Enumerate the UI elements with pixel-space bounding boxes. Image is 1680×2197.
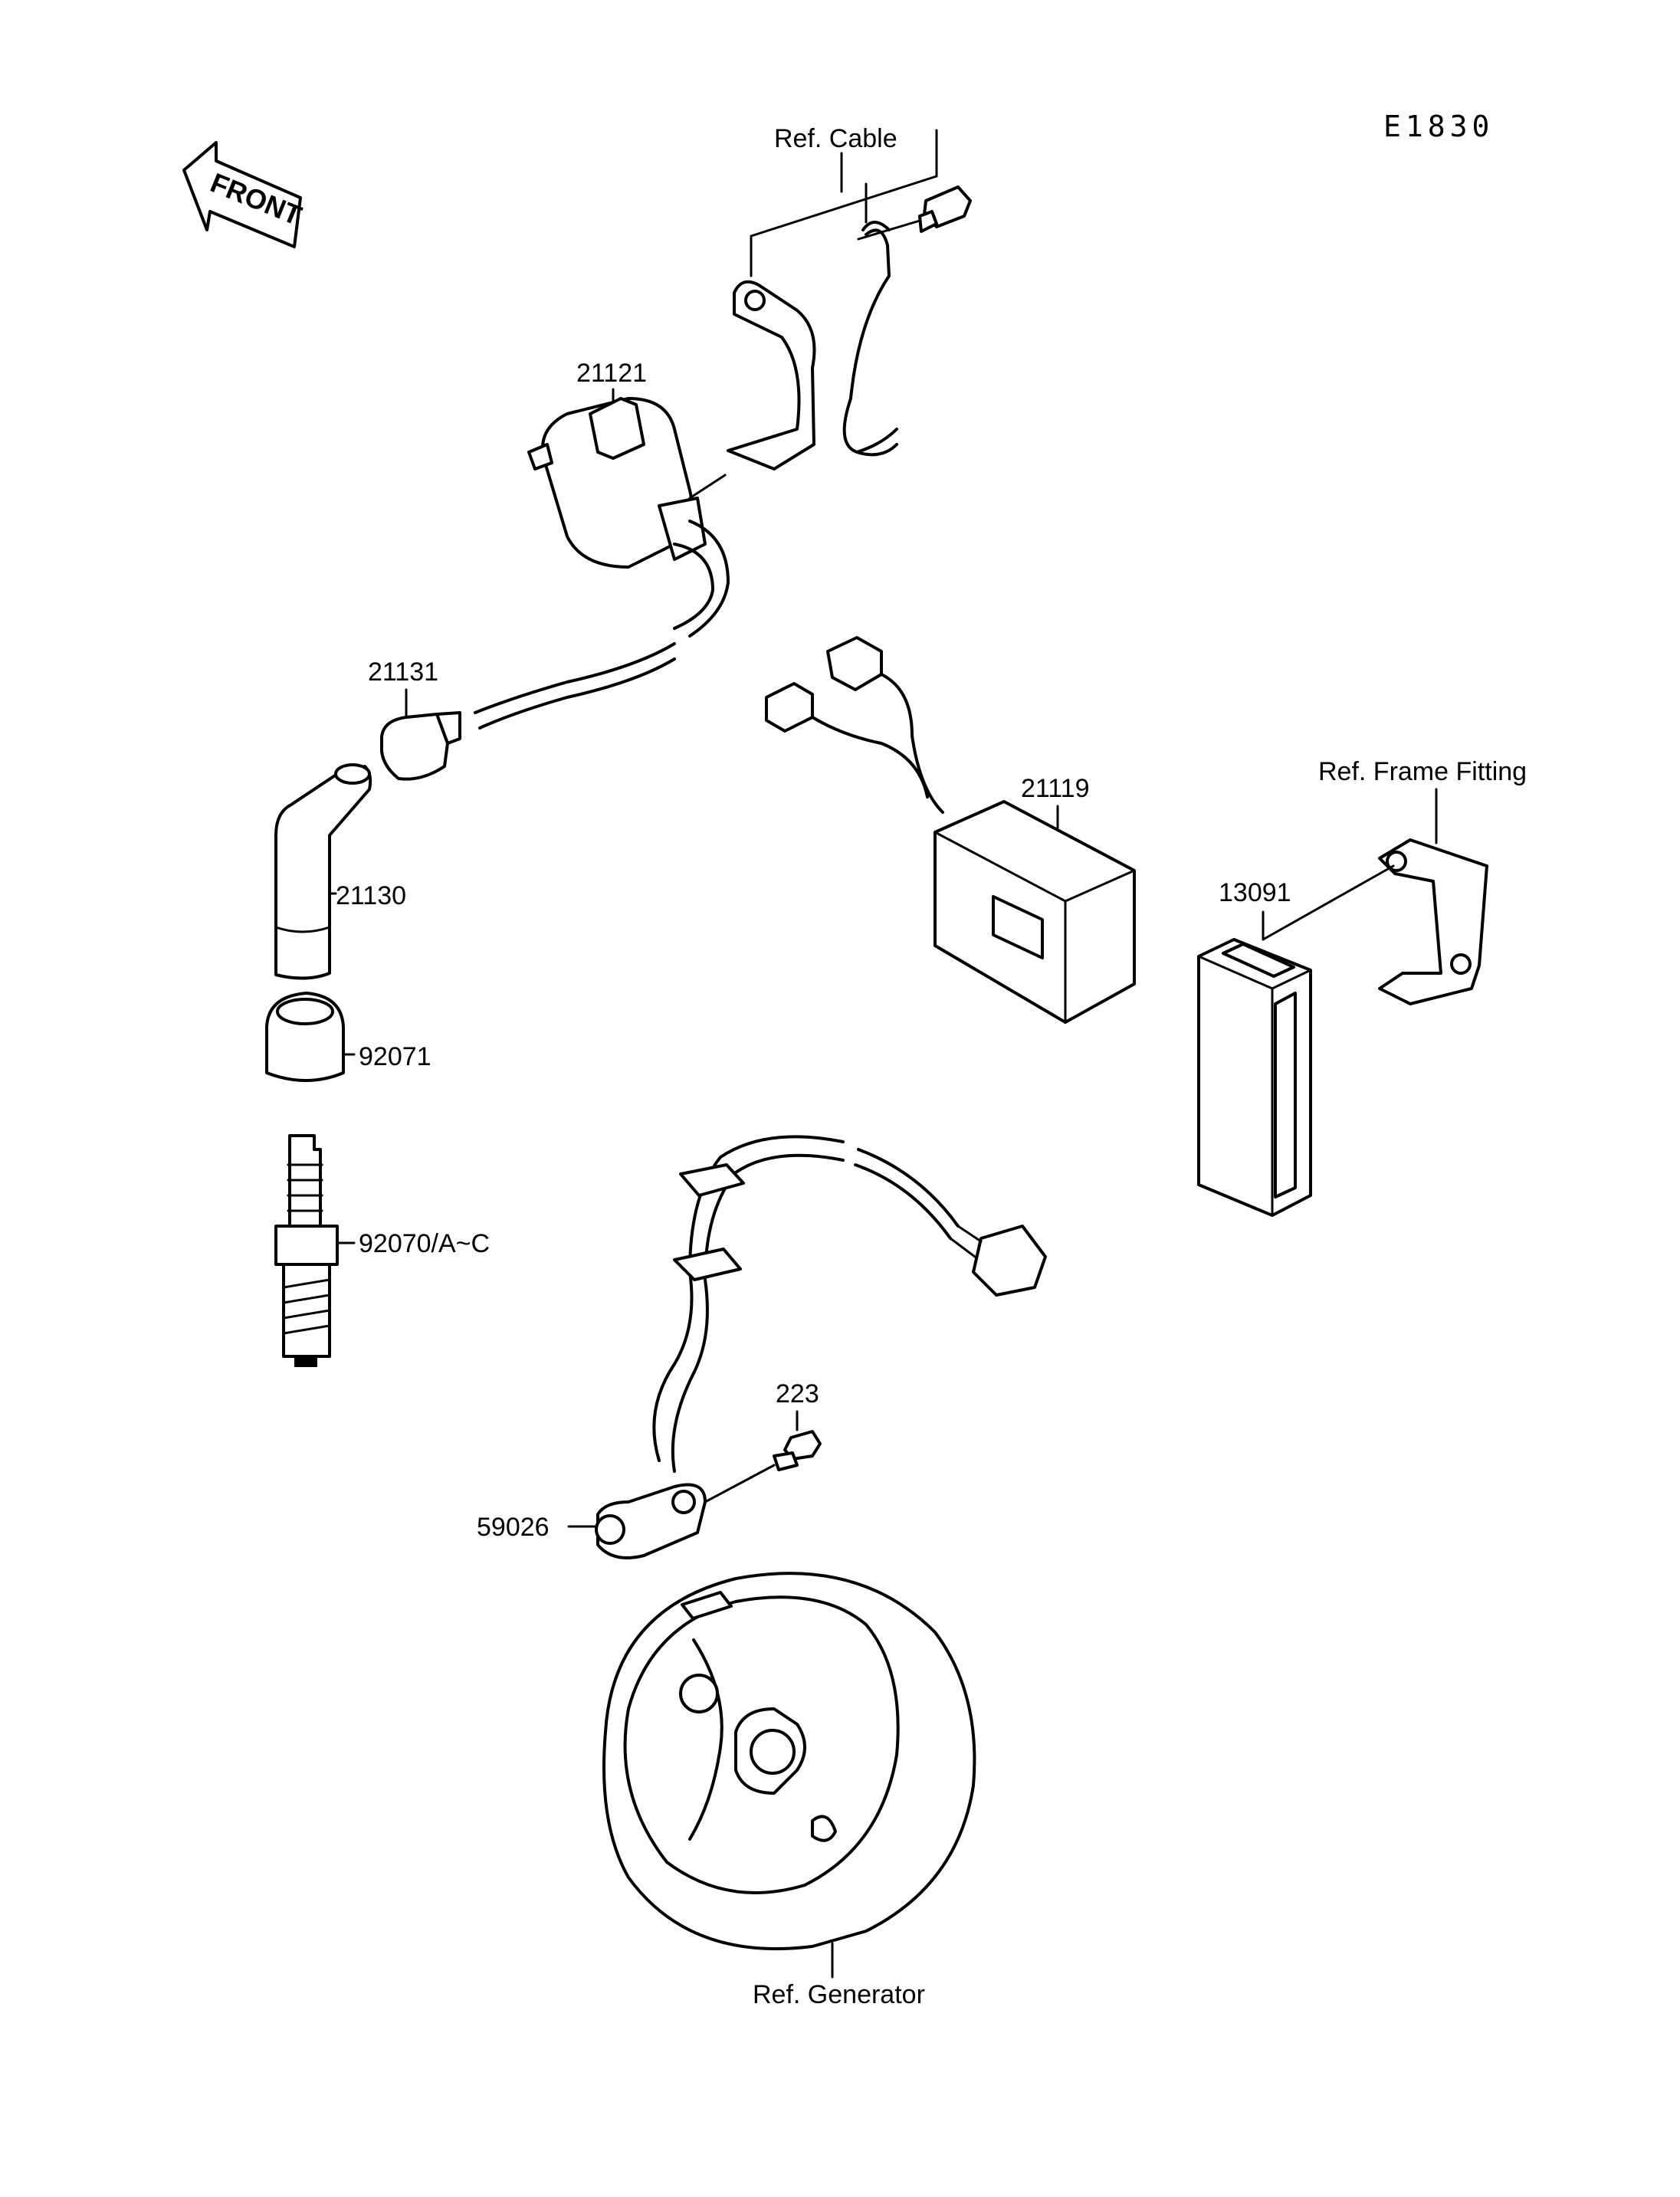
ref-frame-fitting-label: Ref. Frame Fitting bbox=[1318, 757, 1527, 786]
ht-cap-insert bbox=[380, 711, 461, 781]
frame-fitting-bracket bbox=[1378, 838, 1488, 1005]
rubber-damper bbox=[1197, 938, 1312, 1217]
ignition-lead bbox=[474, 520, 730, 730]
cable-clip bbox=[842, 221, 898, 457]
generator-rotor bbox=[602, 1572, 976, 1951]
part-92071-label: 92071 bbox=[359, 1042, 431, 1071]
ignition-coil bbox=[527, 397, 727, 569]
ref-cable-label: Ref. Cable bbox=[774, 124, 897, 153]
screw-icon bbox=[773, 1430, 822, 1471]
diagram-code: E1830 bbox=[1383, 110, 1494, 143]
ref-generator-label: Ref. Generator bbox=[753, 1980, 925, 2009]
part-92070-label: 92070/A~C bbox=[359, 1229, 490, 1258]
cdi-unit bbox=[934, 800, 1136, 1024]
part-13091-label: 13091 bbox=[1219, 878, 1291, 907]
part-21131-label: 21131 bbox=[368, 657, 438, 687]
part-21121-label: 21121 bbox=[576, 359, 647, 388]
plug-cap-seal bbox=[265, 992, 345, 1082]
part-13091-leader bbox=[1262, 864, 1395, 941]
spark-plug bbox=[274, 1134, 339, 1367]
ref-cable-leader bbox=[750, 129, 938, 277]
cdi-connectors bbox=[765, 636, 944, 814]
part-21130-label: 21130 bbox=[336, 881, 406, 910]
cable-bracket bbox=[727, 280, 816, 471]
spark-plug-cap bbox=[274, 763, 372, 980]
part-59026-label: 59026 bbox=[477, 1513, 550, 1542]
part-223-label: 223 bbox=[776, 1379, 819, 1408]
front-arrow-icon: FRONT bbox=[182, 141, 306, 248]
part-21119-label: 21119 bbox=[1021, 774, 1090, 803]
pickup-coil-harness bbox=[652, 1135, 1047, 1473]
pickup-coil bbox=[595, 1464, 776, 1559]
bolt-icon bbox=[857, 185, 972, 241]
